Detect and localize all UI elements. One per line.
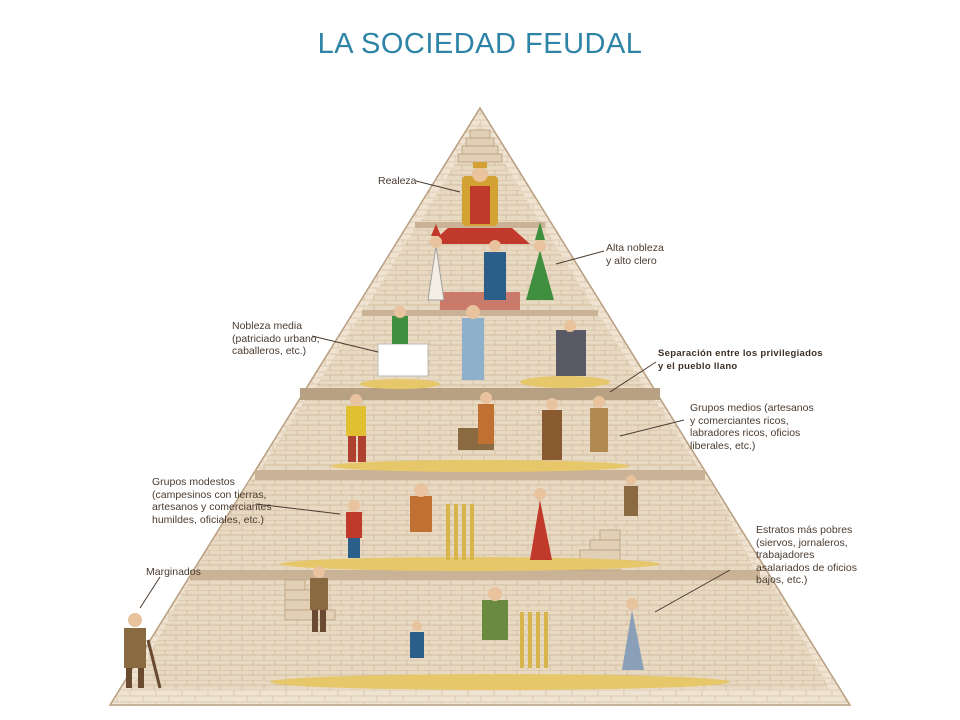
label-grupos-modestos: Grupos modestos (campesinos con tierras,… (152, 476, 272, 526)
tier-poorest (130, 580, 830, 690)
leader-lines (139, 180, 731, 613)
tier-modest-groups (195, 480, 755, 570)
floor-slab-3 (255, 470, 705, 480)
label-marginados: Marginados (146, 566, 201, 578)
straw-floor-5 (270, 674, 730, 690)
label-realeza: Realeza (378, 175, 417, 187)
outcast-figure (124, 613, 162, 689)
floor-slab-separation (300, 388, 660, 400)
middle-group-figures (346, 392, 608, 462)
label-separacion: Separación entre los privilegiados y el … (658, 348, 823, 372)
floor-slab-4 (190, 570, 760, 580)
straw-floor-1 (360, 379, 440, 389)
modest-group-figures (346, 475, 638, 560)
middle-nobility-figures (377, 305, 586, 380)
label-grupos-medios: Grupos medios (artesanos y comerciantes … (690, 402, 814, 452)
royal-carpet (430, 228, 530, 244)
label-alta-nobleza: Alta nobleza y alto clero (606, 242, 664, 267)
page-title: LA SOCIEDAD FEUDAL (317, 28, 643, 60)
high-nobility-figures (427, 222, 554, 301)
king-figure (462, 162, 498, 226)
central-stairs (457, 129, 503, 163)
straw-floor-4 (280, 557, 660, 571)
straw-floor-3 (330, 460, 630, 472)
floor-slab-2 (362, 310, 598, 316)
label-estratos-pobres: Estratos más pobres (siervos, jornaleros… (756, 524, 857, 586)
poorest-figures (310, 566, 644, 670)
straw-floor-2 (520, 376, 610, 388)
noble-carpet (440, 292, 520, 310)
label-nobleza-media: Nobleza media (patriciado urbano, caball… (232, 320, 320, 357)
